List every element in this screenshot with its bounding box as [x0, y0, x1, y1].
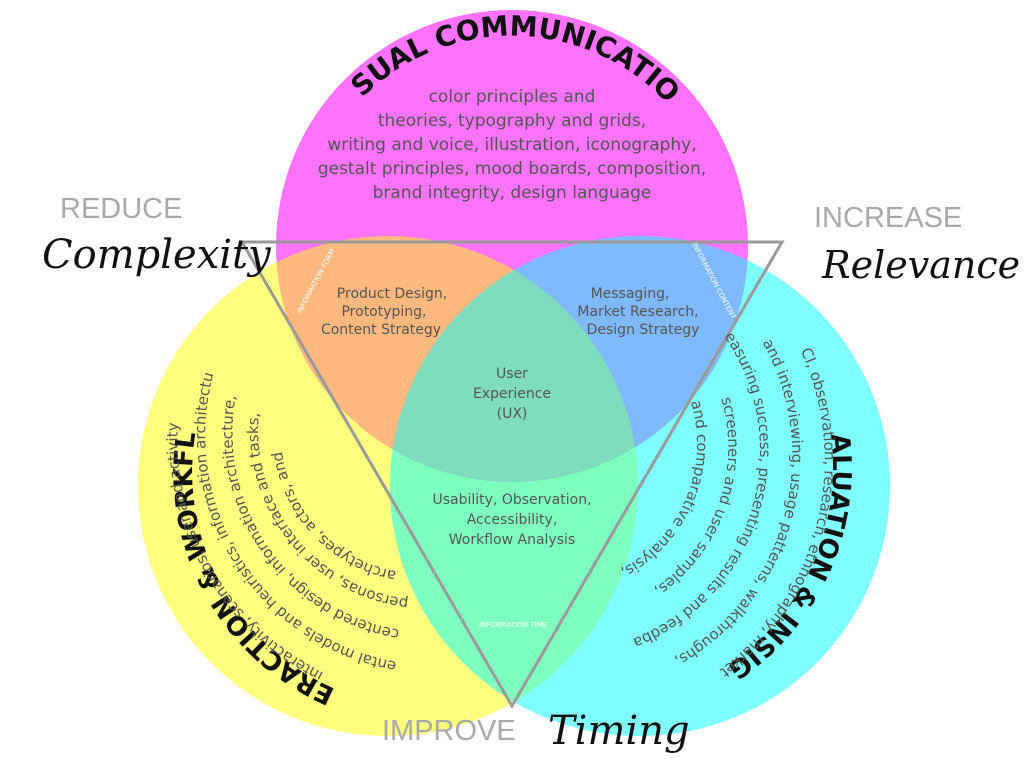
visual-line: gestalt principles, mood boards, composi… [318, 159, 706, 179]
overlap-form-text: Product Design, Prototyping, Content Str… [321, 286, 447, 338]
information-time-tag: INFORMATION TIME [479, 621, 547, 629]
visual-line: writing and voice, illustration, iconogr… [327, 135, 696, 155]
overlap-content-line: Market Research, [577, 304, 698, 320]
overlap-time-line: Workflow Analysis [449, 532, 575, 548]
ux-center-text: User Experience (UX) [473, 366, 551, 422]
overlap-form-line: Prototyping, [341, 304, 426, 320]
timing-label: Timing [548, 708, 690, 754]
ux-line: Experience [473, 386, 551, 402]
reduce-label: REDUCE [60, 193, 182, 225]
complexity-label: Complexity [42, 232, 272, 278]
overlap-content-text: Messaging, Market Research, Design Strat… [577, 286, 699, 338]
improve-triangle [239, 240, 785, 709]
ux-line: User [496, 366, 528, 382]
visual-communication-body: color principles and theories, typograph… [318, 87, 706, 203]
overlap-time-line: Usability, Observation, [432, 492, 591, 508]
overlap-form-line: Content Strategy [321, 322, 441, 338]
improve-label: IMPROVE [382, 715, 516, 747]
overlap-content-line: Messaging, [591, 286, 670, 302]
increase-label: INCREASE [814, 202, 962, 234]
overlap-form-line: Product Design, [337, 286, 447, 302]
visual-line: theories, typography and grids, [378, 111, 646, 131]
relevance-label: Relevance [821, 243, 1020, 287]
ux-line: (UX) [497, 406, 528, 422]
visual-line: brand integrity, design language [373, 183, 652, 203]
overlap-time-line: Accessibility, [467, 512, 558, 528]
visual-line: color principles and [429, 87, 596, 107]
overlap-time-text: Usability, Observation, Accessibility, W… [432, 492, 591, 548]
overlap-content-line: Design Strategy [587, 322, 700, 338]
